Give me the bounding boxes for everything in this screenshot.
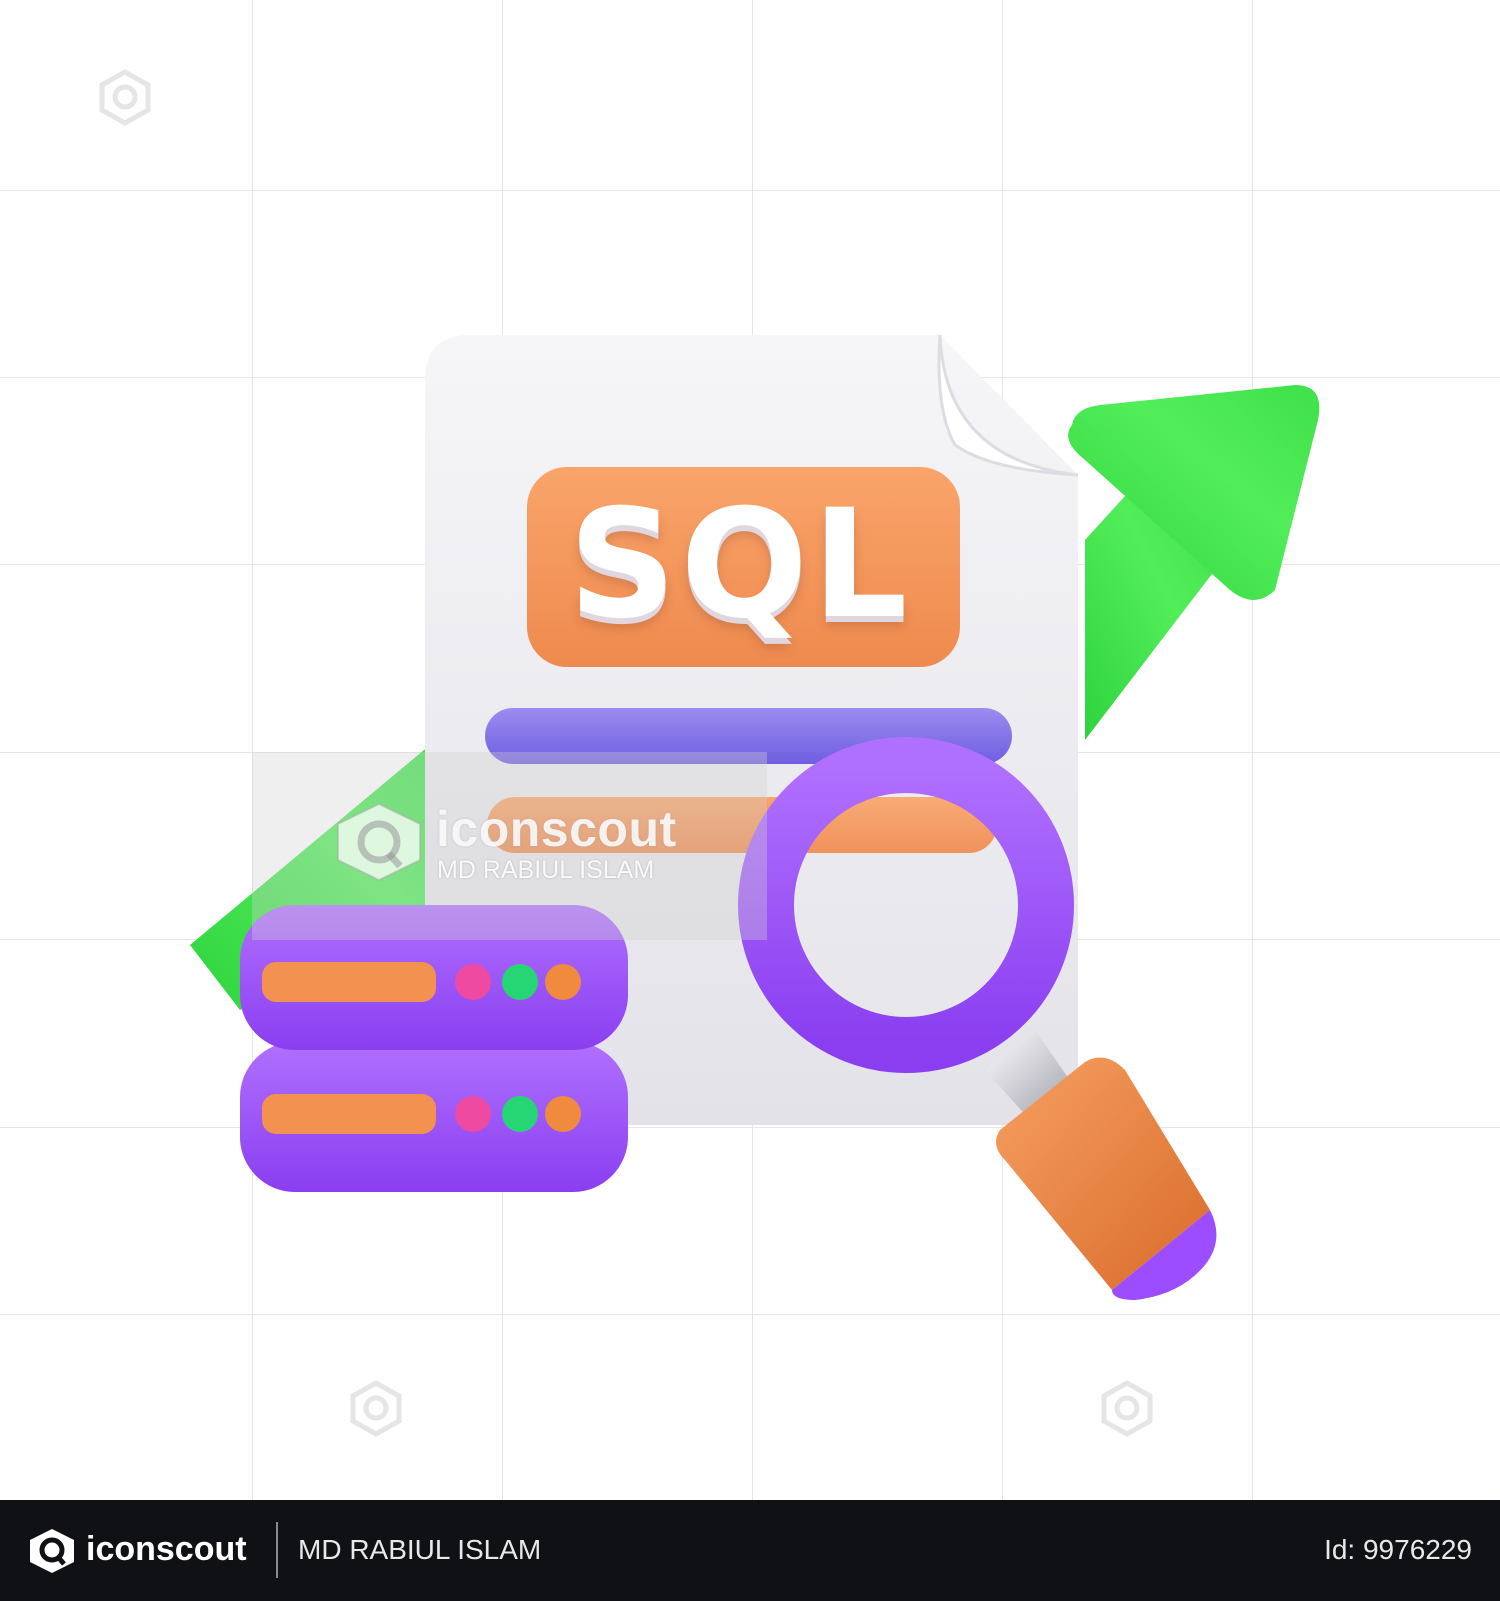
sql-file-label: SQL	[568, 478, 912, 652]
magnifier-icon	[738, 737, 1217, 1300]
grid-line	[1252, 0, 1253, 1500]
preview-canvas: SQL iconscout MD RABIUL ISLAM	[0, 0, 1500, 1500]
watermark-logo-icon	[1101, 1380, 1153, 1437]
watermark-brand: iconscout	[436, 801, 677, 857]
watermark-logo-icon	[99, 69, 151, 126]
iconscout-logo-icon	[30, 1529, 74, 1573]
grid-line	[0, 190, 1500, 191]
grid-line	[0, 1314, 1500, 1315]
footer-brand: iconscout	[86, 1530, 247, 1568]
footer-divider	[276, 1522, 278, 1578]
grid-line	[0, 1127, 1500, 1128]
watermark-logo-icon	[350, 1380, 402, 1437]
footer-asset-id: Id: 9976229	[1324, 1534, 1472, 1565]
sql-analytics-illustration	[99, 69, 1320, 1437]
watermark-logo-icon	[337, 802, 421, 882]
database-icon	[240, 905, 628, 1192]
grid-line	[252, 0, 253, 1500]
footer-bar: iconscout MD RABIUL ISLAM Id: 9976229	[0, 1500, 1500, 1601]
footer-author: MD RABIUL ISLAM	[298, 1534, 542, 1565]
watermark-author: MD RABIUL ISLAM	[437, 856, 655, 884]
